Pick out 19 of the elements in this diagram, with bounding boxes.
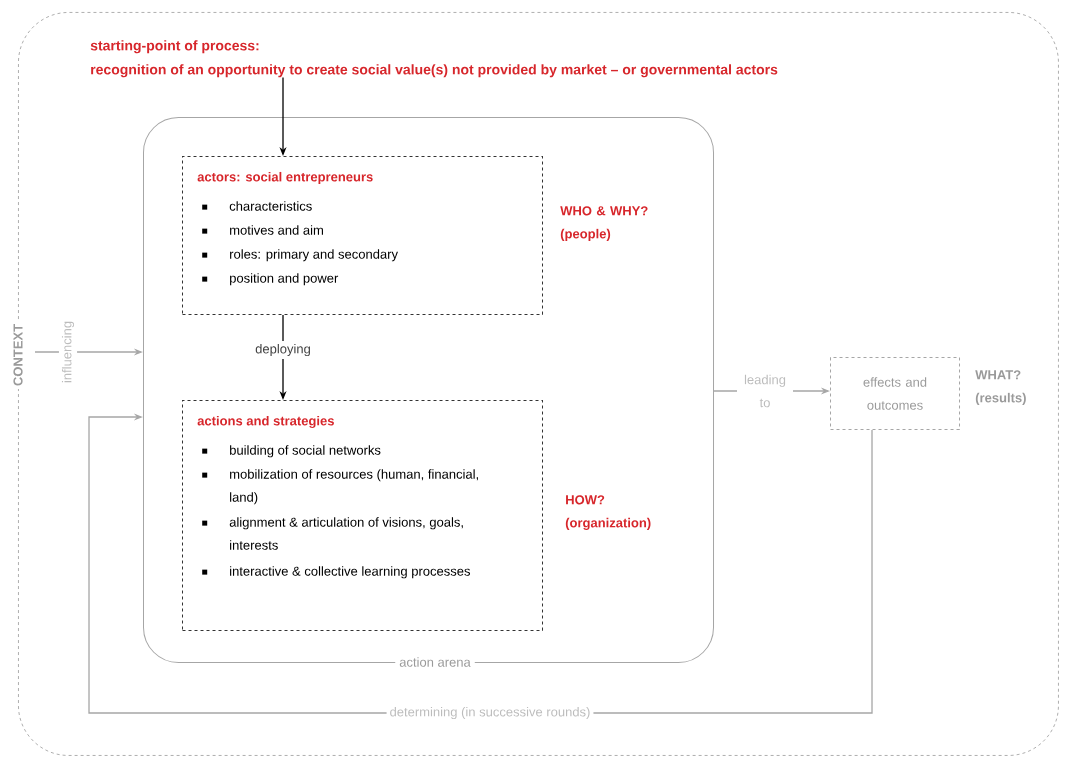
list-item: roles: primary and secondary <box>202 249 398 262</box>
edge-label: influencing <box>58 317 78 387</box>
edge-label: deploying <box>252 340 314 360</box>
list-item: motives and aim <box>202 225 323 235</box>
edge-label: leading to <box>737 371 793 411</box>
description: recognition of an opportunity to create social value(s) not provided by market – or governmental actors <box>91 64 778 78</box>
heading: starting-point of process: <box>90 40 259 54</box>
list-item: interactive & collective learning processes <box>202 566 471 579</box>
box-heading: actions and strategies <box>197 415 334 429</box>
box-heading: actors: social entrepreneurs <box>197 171 373 185</box>
list-item: mobilization of resources (human, financial, land) <box>202 469 478 505</box>
list-item: building of social networks <box>202 445 381 458</box>
edge-label: determining (in successive rounds) <box>386 703 594 723</box>
dashed-box: effects and outcomes <box>830 357 960 430</box>
question-label: HOW? (organization) <box>565 495 651 531</box>
list-item: characteristics <box>202 201 312 211</box>
question-label: WHAT? (results) <box>975 370 1026 405</box>
list-item: position and power <box>202 273 339 286</box>
question-label: WHO & WHY? (people) <box>560 206 648 241</box>
